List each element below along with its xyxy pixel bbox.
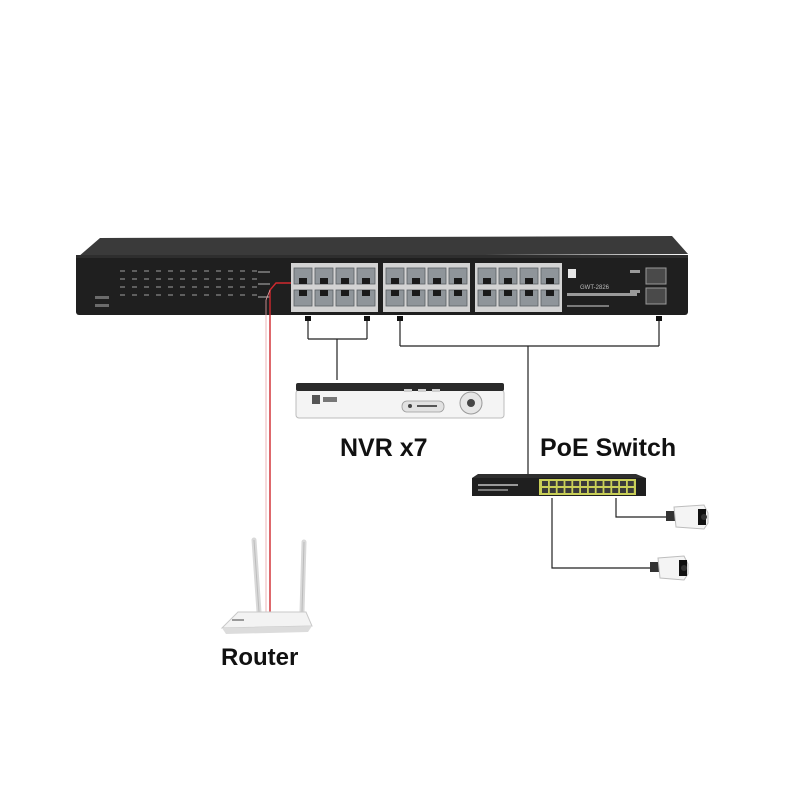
poe-port [542, 481, 548, 486]
poe-uplink-cable [399, 320, 660, 474]
router-label: Router [221, 644, 299, 671]
port-plug-markers [305, 316, 662, 321]
poe-switch-icon [472, 474, 646, 496]
camera-icon [666, 504, 709, 530]
brand-logo-icon [568, 269, 576, 278]
status-led-panel [95, 296, 109, 307]
poe-port [565, 488, 572, 493]
poe-port [542, 488, 548, 493]
main-switch: GWT-2826 [76, 236, 688, 315]
ethernet-port-blocks [291, 263, 562, 312]
poe-port [573, 488, 580, 493]
poe-port [557, 481, 564, 486]
poe-port [604, 481, 611, 486]
poe-port [588, 481, 595, 486]
poe-port [581, 488, 587, 493]
poe-port [596, 488, 603, 493]
poe-port [549, 488, 556, 493]
poe-port [627, 481, 634, 486]
switch-branding: GWT-2826 [567, 269, 637, 307]
poe-port [549, 481, 556, 486]
camera-icon [650, 555, 689, 581]
poe-port [627, 488, 634, 493]
switch-model-text: GWT-2826 [580, 285, 610, 291]
poe-port [596, 481, 603, 486]
nvr-cable [307, 320, 368, 380]
poe-port [604, 488, 611, 493]
poe-port [557, 488, 564, 493]
poe-switch-label: PoE Switch [540, 434, 677, 462]
nvr-recorder-icon [295, 383, 505, 419]
poe-port [581, 481, 587, 486]
poe-port [620, 481, 626, 486]
poe-port [612, 488, 619, 493]
sfp-slot [645, 287, 667, 305]
poe-port [588, 488, 595, 493]
switch-top-surface [78, 236, 688, 257]
poe-port [620, 488, 626, 493]
led-indicator-grid [120, 270, 270, 298]
router-cable [269, 282, 291, 612]
poe-port [612, 481, 619, 486]
sfp-slots [630, 267, 667, 305]
poe-ports [542, 481, 634, 493]
poe-port [565, 481, 572, 486]
nvr-label: NVR x7 [340, 434, 428, 462]
camera-cables [551, 498, 668, 569]
sfp-slot [645, 267, 667, 285]
router-icon [220, 537, 313, 634]
poe-port [573, 481, 580, 486]
